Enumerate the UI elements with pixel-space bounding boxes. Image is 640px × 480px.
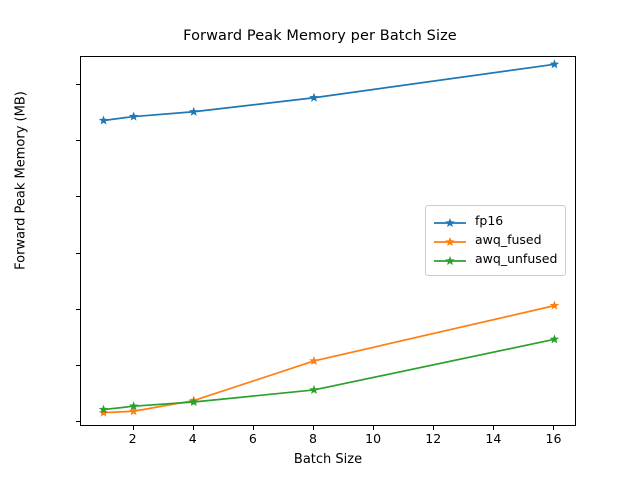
y-tick-mark: [76, 140, 80, 142]
data-point-marker: [309, 384, 319, 394]
legend-label: fp16: [475, 213, 504, 229]
x-tick-label: 12: [425, 431, 442, 446]
y-tick-mark: [76, 308, 80, 310]
series-line: [103, 63, 555, 122]
x-tick-mark: [132, 426, 134, 430]
data-point-marker: [549, 334, 560, 344]
data-point-marker: [188, 397, 199, 407]
series-lines: [98, 59, 560, 417]
data-point-marker: [549, 59, 560, 69]
x-tick-label: 8: [308, 431, 317, 446]
x-tick-label: 16: [545, 431, 562, 446]
data-point-marker: [309, 92, 319, 102]
chart-legend[interactable]: fp16 awq_fused awq_unfused: [425, 205, 567, 276]
data-point-marker: [98, 115, 109, 125]
data-point-marker: [128, 111, 139, 121]
x-tick-mark: [553, 426, 555, 430]
legend-item-awq_unfused[interactable]: awq_unfused: [433, 250, 557, 269]
y-axis-label: Forward Peak Memory (MB): [13, 91, 29, 270]
series-awq_unfused: [98, 334, 560, 414]
data-point-marker: [188, 106, 199, 116]
y-tick-mark: [76, 365, 80, 367]
x-tick-label: 14: [485, 431, 502, 446]
series-line: [103, 304, 555, 414]
series-awq_fused: [98, 300, 560, 417]
data-point-marker: [549, 300, 560, 310]
chart-title: Forward Peak Memory per Batch Size: [183, 28, 457, 44]
y-tick-mark: [76, 252, 80, 254]
data-point-marker: [128, 406, 139, 416]
x-tick-label: 2: [128, 431, 137, 446]
legend-item-fp16[interactable]: fp16: [433, 212, 557, 231]
x-tick-mark: [252, 426, 254, 430]
x-tick-label: 6: [248, 431, 257, 446]
x-tick-mark: [493, 426, 495, 430]
y-tick-mark: [76, 421, 80, 423]
legend-label: awq_unfused: [475, 251, 558, 267]
series-line: [103, 338, 555, 411]
data-point-marker: [98, 407, 109, 417]
x-tick-mark: [192, 426, 194, 430]
legend-swatch-icon: [433, 234, 467, 248]
x-tick-mark: [312, 426, 314, 430]
x-tick-mark: [373, 426, 375, 430]
x-axis-label: Batch Size: [293, 452, 363, 467]
x-tick-label: 4: [188, 431, 197, 446]
y-tick-mark: [76, 196, 80, 198]
series-fp16: [98, 59, 560, 125]
legend-swatch-icon: [433, 215, 467, 229]
y-tick-mark: [76, 84, 80, 86]
data-point-marker: [309, 355, 319, 366]
x-tick-label: 10: [365, 431, 382, 446]
data-point-marker: [98, 404, 109, 414]
legend-label: awq_fused: [475, 232, 542, 248]
legend-item-awq_fused[interactable]: awq_fused: [433, 231, 557, 250]
x-tick-mark: [433, 426, 435, 430]
legend-swatch-icon: [433, 253, 467, 267]
data-point-marker: [128, 401, 139, 411]
